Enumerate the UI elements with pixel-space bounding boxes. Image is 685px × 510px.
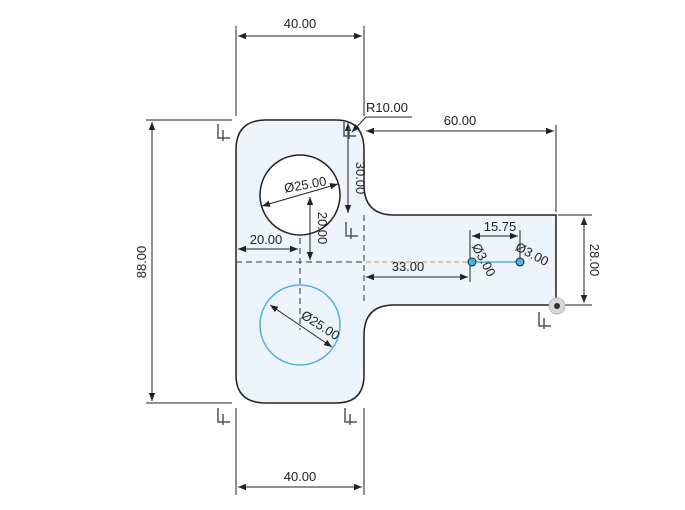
dimension-neck-offset-label[interactable]: 30.00 (353, 162, 368, 195)
fixed-constraint-icon[interactable] (538, 312, 551, 329)
dimension-stem-height-label[interactable]: 28.00 (587, 244, 602, 277)
dimension-fillet-radius[interactable] (351, 116, 367, 133)
dimension-lower-hole-diameter[interactable] (269, 304, 333, 348)
dimension-stem-length-label[interactable]: 60.00 (444, 113, 477, 128)
fixed-constraint-icon[interactable] (343, 122, 356, 139)
dimension-slot-length-label[interactable]: 15.75 (484, 219, 517, 234)
slot-hole-left[interactable] (467, 257, 477, 267)
origin-point-icon[interactable] (548, 297, 566, 315)
dimension-total-height-label[interactable]: 88.00 (134, 246, 149, 279)
dimension-bottom-width-label[interactable]: 40.00 (284, 469, 317, 484)
fixed-constraint-icon[interactable] (345, 222, 358, 239)
lower-hole-selected[interactable] (259, 284, 341, 366)
dimension-upper-hole-diameter-label[interactable]: Ø25.00 (283, 173, 328, 195)
fixed-constraint-icon[interactable] (217, 408, 230, 425)
dimension-slot-offset-label[interactable]: 33.00 (392, 259, 425, 274)
dimension-top-width-label[interactable]: 40.00 (284, 16, 317, 31)
dimension-hole-y-offset-label[interactable]: 20.00 (315, 212, 330, 245)
dimension-upper-hole-diameter[interactable] (261, 183, 339, 207)
slot-hole-right[interactable] (515, 257, 525, 267)
dimension-hole-x-offset-label[interactable]: 20.00 (250, 232, 283, 247)
fixed-constraint-icon[interactable] (344, 408, 357, 425)
dimension-fillet-radius-label[interactable]: R10.00 (366, 100, 408, 115)
fixed-constraint-icon[interactable] (217, 124, 230, 141)
